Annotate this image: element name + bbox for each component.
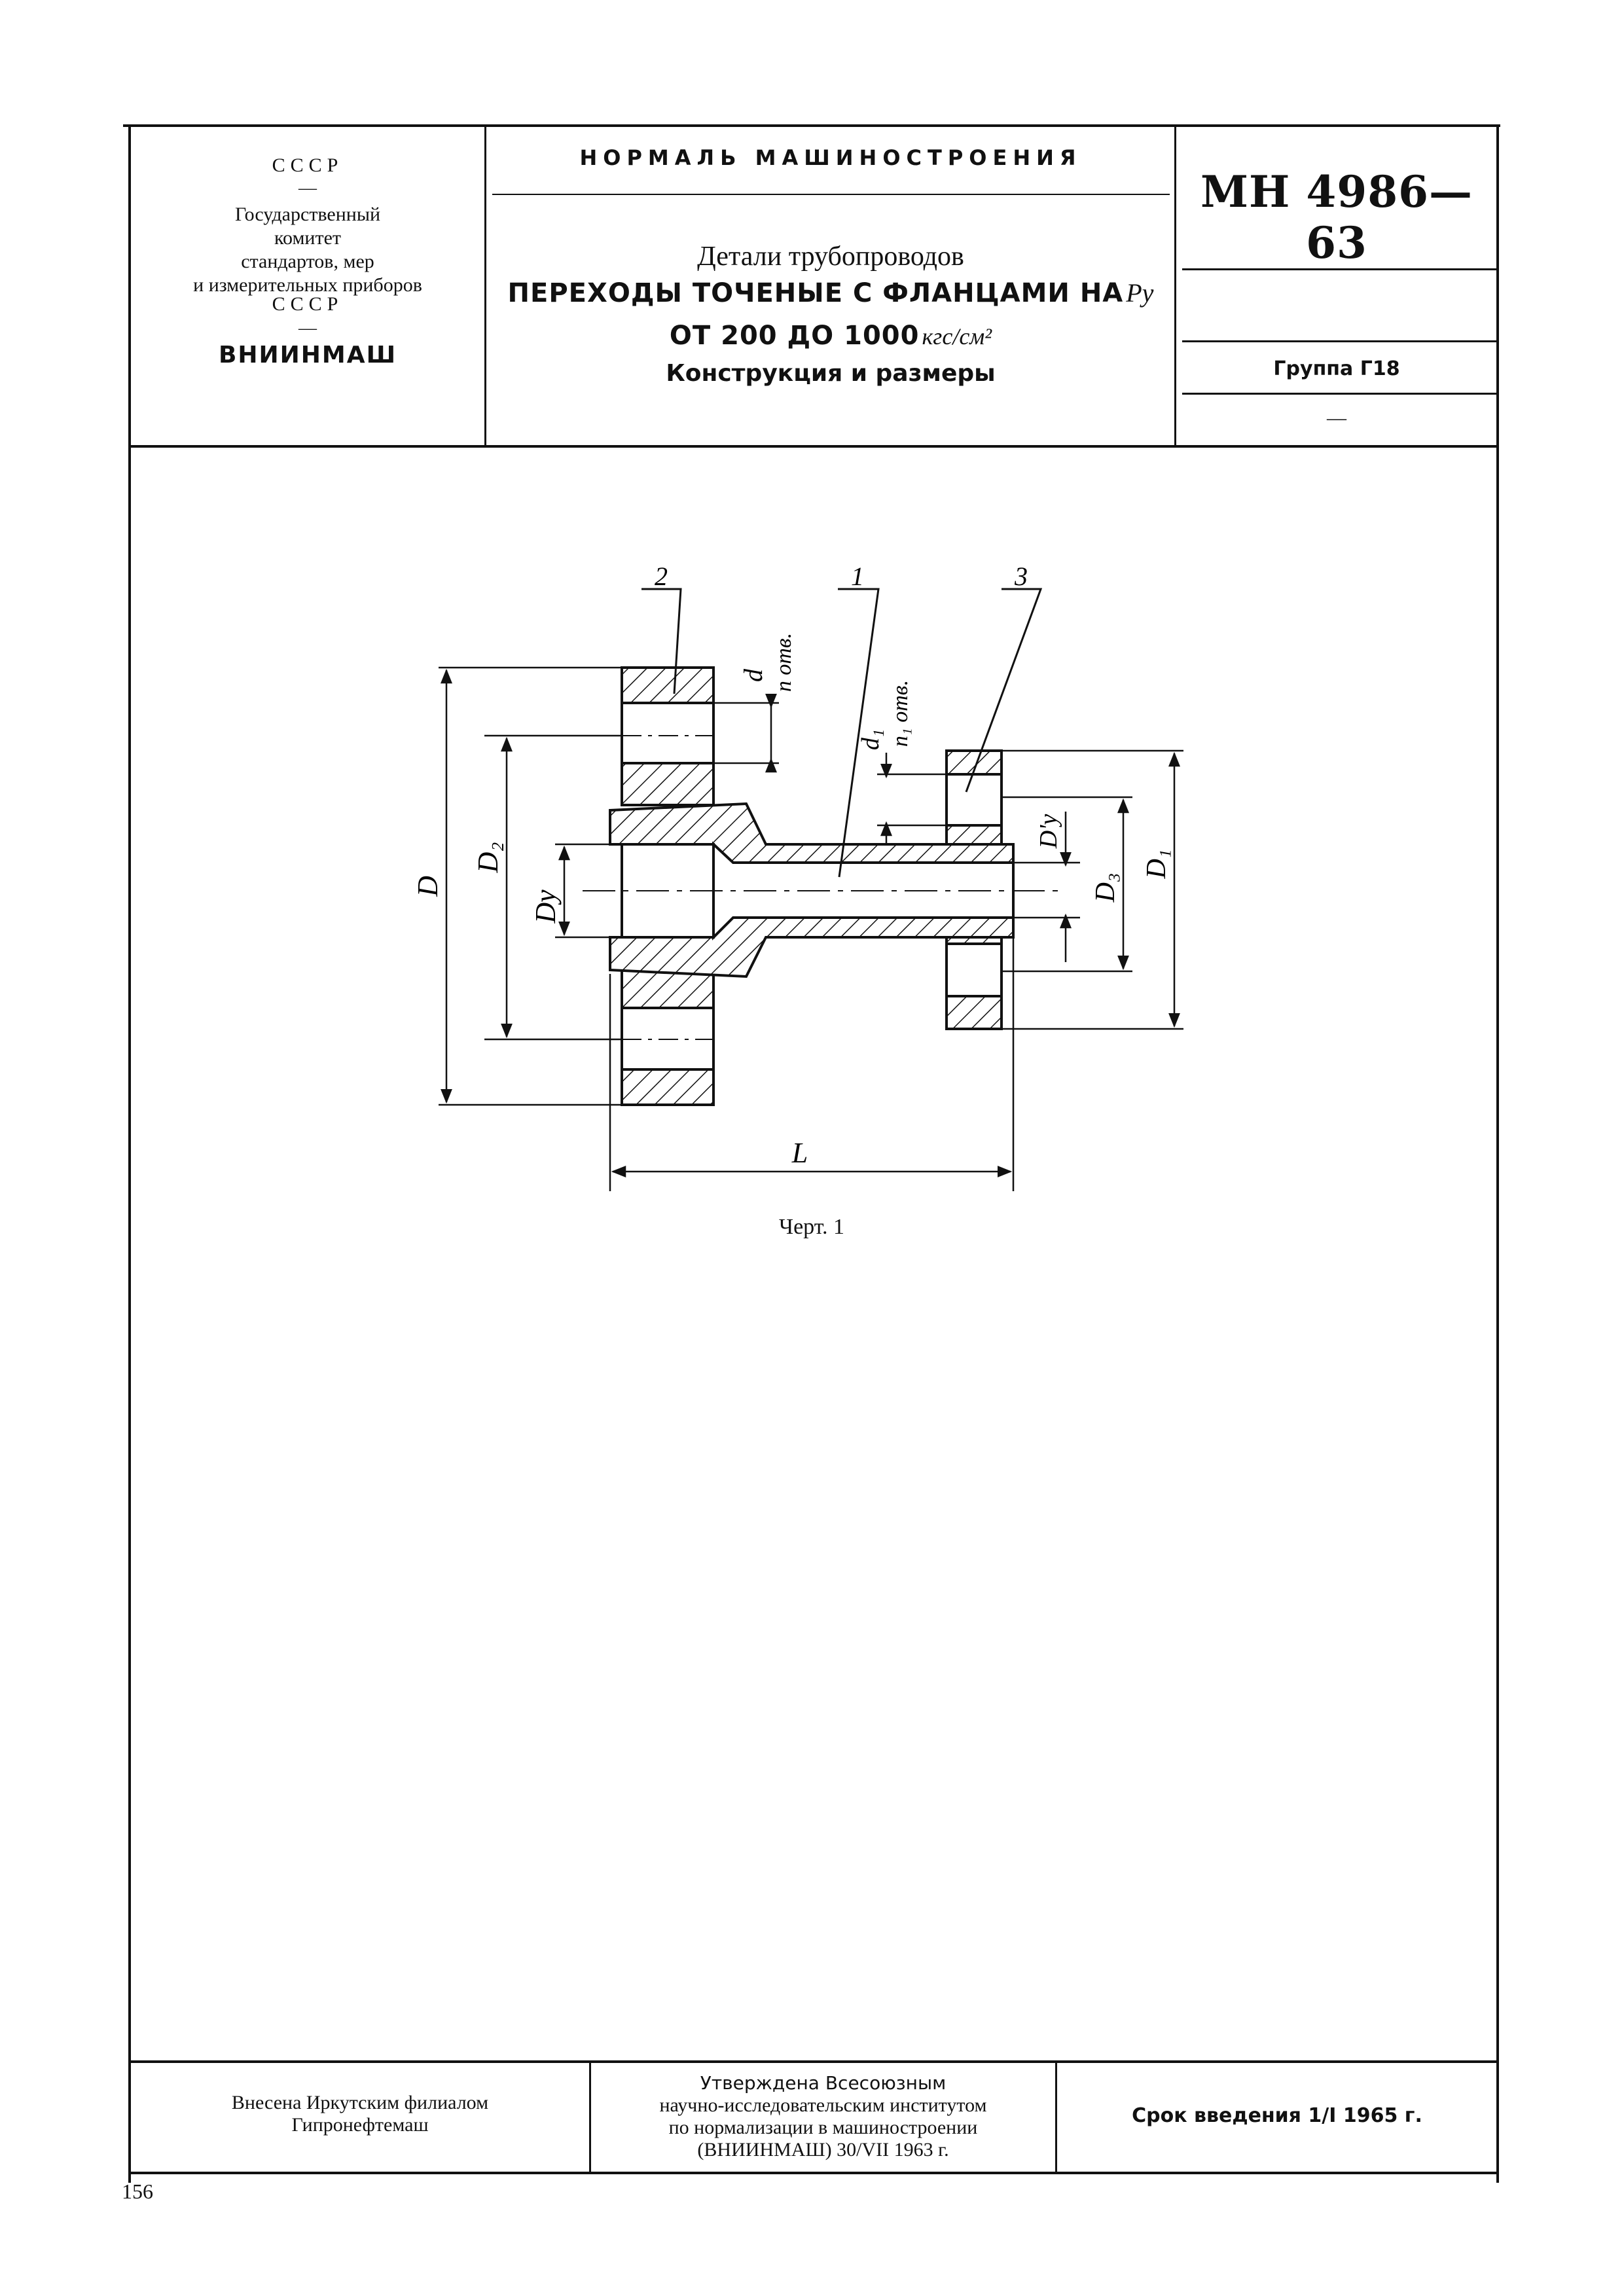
series-underline — [492, 194, 1170, 195]
introduced-by: Внесена Иркутским филиалом Гипронефтемаш — [131, 2092, 589, 2136]
pressure-unit: кгс/см² — [922, 323, 992, 350]
dim-label-D3: D₃ — [1091, 873, 1121, 903]
effective-date: Срок введения 1/I 1965 г. — [1132, 2104, 1422, 2127]
org-name: ВНИИНМАШ — [218, 342, 397, 368]
technical-drawing: 2 1 3 — [412, 562, 1183, 1191]
dim-label-n-otv: n отв. — [772, 633, 796, 692]
dim-label-D2: D₂ — [472, 842, 504, 873]
left-flange-top-hatch — [621, 666, 715, 704]
right-flange — [945, 749, 1003, 1030]
dim-label-L: L — [791, 1137, 808, 1169]
dim-label-D1: D₁ — [1142, 850, 1172, 880]
left-flange-bottom-hatch — [621, 1068, 715, 1106]
dimension-lines — [439, 666, 1183, 1191]
doc-subtitle: Детали трубопроводов — [697, 242, 964, 272]
pressure-symbol: Pу — [1126, 278, 1154, 308]
dim-label-d1: d₁ — [857, 729, 884, 750]
code-box-line-2 — [1182, 340, 1496, 342]
page-number: 156 — [122, 2179, 153, 2203]
approved-by: Утверждена Всесоюзным научно-исследовате… — [591, 2072, 1055, 2161]
title-text-1: ПЕРЕХОДЫ ТОЧЕНЫЕ С ФЛАНЦАМИ НА — [507, 278, 1124, 308]
standard-series: НОРМАЛЬ МАШИНОСТРОЕНИЯ — [579, 145, 1082, 170]
doc-title-line-1: ПЕРЕХОДЫ ТОЧЕНЫЕ С ФЛАНЦАМИ НА Pу — [488, 278, 1174, 308]
org-line-2: комитет — [274, 227, 342, 249]
org-country-1: СССР — [272, 154, 344, 176]
callout-3: 3 — [1014, 562, 1028, 591]
approved-line-2: научно-исследовательским институтом — [659, 2094, 987, 2116]
title-text-2: ОТ 200 ДО 1000 — [669, 321, 920, 351]
doc-code: МН 4986—63 — [1200, 166, 1473, 268]
left-flange-upper-hatch — [621, 762, 715, 806]
approved-line-4: (ВНИИНМАШ) 30/VII 1963 г. — [697, 2139, 949, 2161]
figure-caption: Черт. 1 — [778, 1215, 845, 1239]
dim-label-n1-otv: n₁ отв. — [888, 680, 912, 747]
right-flange-lower-hole — [945, 942, 1003, 997]
doc-title-line-3: Конструкция и размеры — [666, 360, 996, 387]
footer-top-line — [128, 2060, 1499, 2063]
approved-line-1: Утверждена Всесоюзным — [700, 2072, 947, 2094]
left-flange-upper-hole — [621, 702, 715, 764]
org-dash-1: — — [298, 178, 317, 198]
dim-label-d: d — [738, 668, 768, 682]
right-flange-upper-hole — [945, 773, 1003, 827]
dim-label-Dy-prime: D'у — [1035, 814, 1062, 850]
header-divider-1 — [484, 126, 486, 446]
frame-top-line — [123, 124, 1500, 127]
footer-divider-1 — [589, 2062, 591, 2173]
org-line-1: Государственный — [234, 204, 381, 225]
header-bottom-line — [128, 445, 1499, 448]
org-country-2: СССР — [272, 293, 344, 315]
dim-label-D: D — [412, 876, 444, 897]
callout-1: 1 — [851, 562, 864, 591]
introduced-line-2: Гипронефтемаш — [291, 2114, 429, 2136]
callout-2: 2 — [655, 562, 668, 591]
right-flange-bottom-hatch — [945, 995, 1003, 1030]
org-block: СССР — Государственный комитет стандарто… — [131, 154, 484, 368]
footer-bottom-line — [128, 2172, 1499, 2174]
callouts — [641, 588, 1043, 878]
footer-divider-2 — [1055, 2062, 1057, 2173]
code-box-line-1 — [1182, 268, 1496, 270]
doc-group: Группа Г18 — [1273, 357, 1400, 380]
frame-left-line — [128, 124, 131, 2183]
code-box-line-3 — [1182, 393, 1496, 395]
group-dash: — — [1327, 407, 1346, 429]
doc-title-line-2: ОТ 200 ДО 1000 кгс/см² — [488, 321, 1174, 351]
left-flange — [621, 666, 715, 1106]
introduced-line-1: Внесена Иркутским филиалом — [231, 2092, 489, 2113]
dim-label-Dy: Dу — [530, 889, 562, 924]
org-line-4: и измерительных приборов — [193, 274, 422, 296]
org-dash-2: — — [298, 318, 317, 338]
org-line-3: стандартов, мер — [241, 251, 374, 272]
header-divider-2 — [1174, 126, 1176, 446]
frame-right-line — [1496, 124, 1499, 2183]
approved-line-3: по нормализации в машиностроении — [668, 2117, 978, 2138]
